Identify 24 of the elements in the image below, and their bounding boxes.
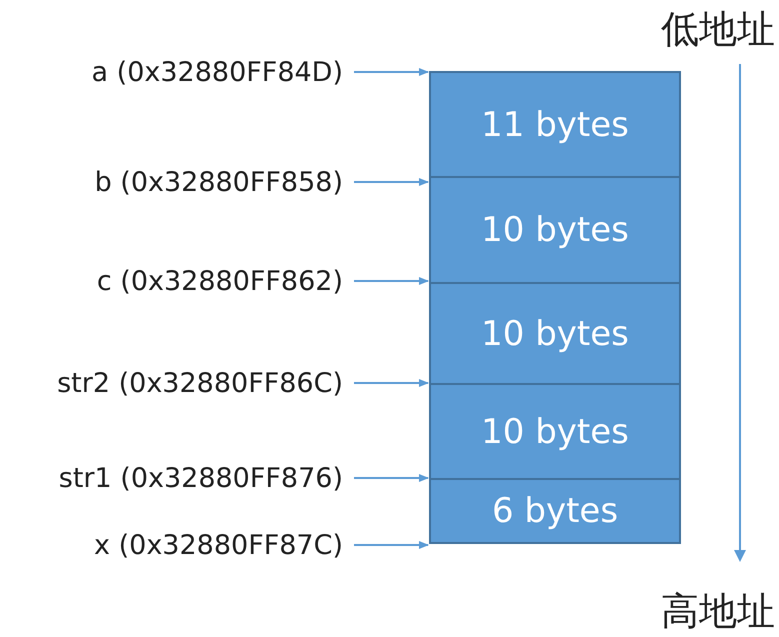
block-size: 10 bytes [481, 316, 629, 350]
memory-block [429, 71, 681, 179]
arrow [354, 68, 429, 76]
memory-block [429, 282, 681, 385]
address-label: str2 (0x32880FF86C) [57, 365, 343, 401]
address-direction-label: 高地址 [661, 592, 775, 630]
arrow [354, 474, 429, 482]
arrow [354, 178, 429, 186]
memory-block [429, 478, 681, 544]
arrow [354, 541, 429, 549]
block-size: 11 bytes [481, 108, 629, 142]
block-size: 10 bytes [481, 213, 629, 247]
arrow [354, 277, 429, 285]
address-direction-label: 低地址 [661, 10, 775, 48]
block-size: 10 bytes [481, 414, 629, 448]
arrow [354, 379, 429, 387]
address-label: str1 (0x32880FF876) [58, 460, 343, 496]
address-label: c (0x32880FF862) [96, 263, 343, 299]
address-label: a (0x32880FF84D) [92, 54, 343, 90]
address-label: x (0x32880FF87C) [94, 527, 343, 563]
memory-block [429, 383, 681, 480]
block-size: 6 bytes [492, 494, 618, 528]
address-label: b (0x32880FF858) [94, 164, 343, 200]
memory-block [429, 176, 681, 284]
